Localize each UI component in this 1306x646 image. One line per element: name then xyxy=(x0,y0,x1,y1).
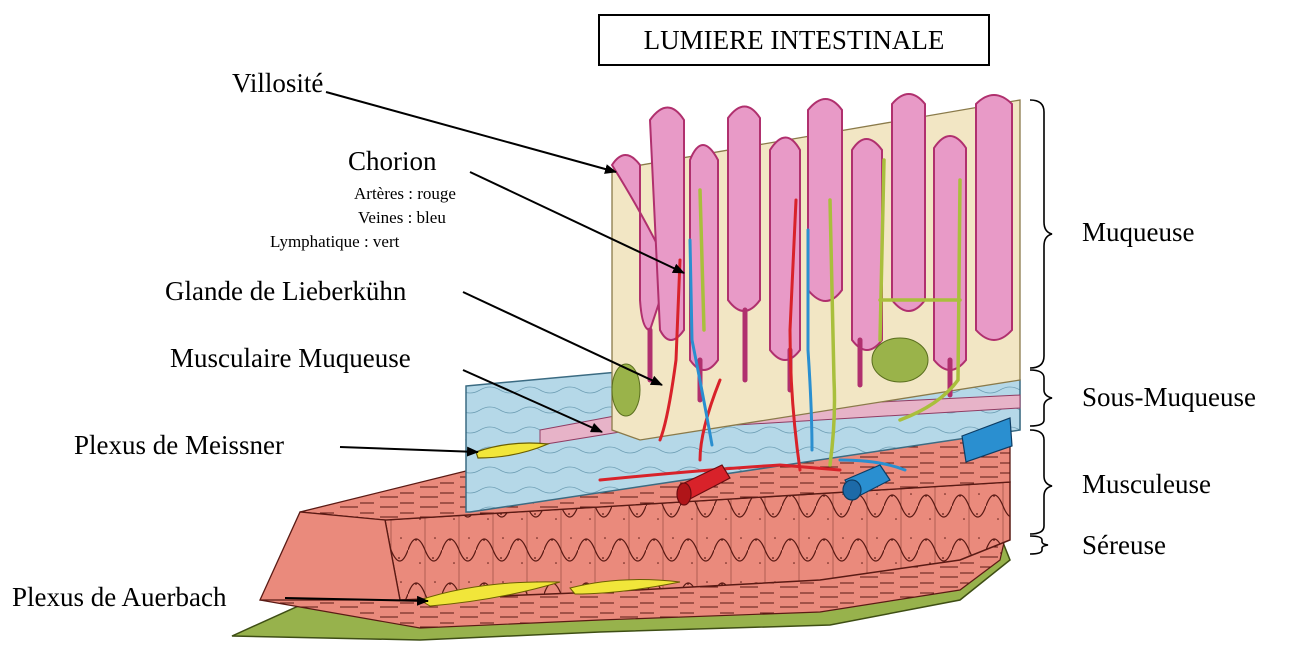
brace-sereuse xyxy=(1030,536,1048,554)
label-muqueuse: Muqueuse xyxy=(1082,219,1194,246)
label-musculaire-muqueuse: Musculaire Muqueuse xyxy=(170,345,411,372)
label-sereuse: Séreuse xyxy=(1082,532,1166,559)
brace-muqueuse xyxy=(1030,100,1052,368)
chorion-legend-arteries: Artères : rouge xyxy=(354,185,456,202)
brace-musculeuse xyxy=(1030,430,1052,534)
label-sous-muqueuse: Sous-Muqueuse xyxy=(1082,384,1256,411)
label-plexus-auerbach: Plexus de Auerbach xyxy=(12,584,226,611)
label-chorion: Chorion xyxy=(348,148,437,175)
label-musculeuse: Musculeuse xyxy=(1082,471,1211,498)
arrow-meissner xyxy=(340,447,478,452)
label-villosite: Villosité xyxy=(232,70,323,97)
label-glande-lieberkuhn: Glande de Lieberkühn xyxy=(165,278,406,305)
chorion-legend-lymphatics: Lymphatique : vert xyxy=(270,233,399,250)
chorion-legend-veins: Veines : bleu xyxy=(358,209,446,226)
label-plexus-meissner: Plexus de Meissner xyxy=(74,432,284,459)
muscle-left-face xyxy=(260,512,400,600)
lymph-nodule xyxy=(872,338,928,382)
brace-sous-muqueuse xyxy=(1030,370,1052,426)
lumen-title: LUMIERE INTESTINALE xyxy=(598,14,990,66)
layer-braces xyxy=(1030,100,1052,554)
